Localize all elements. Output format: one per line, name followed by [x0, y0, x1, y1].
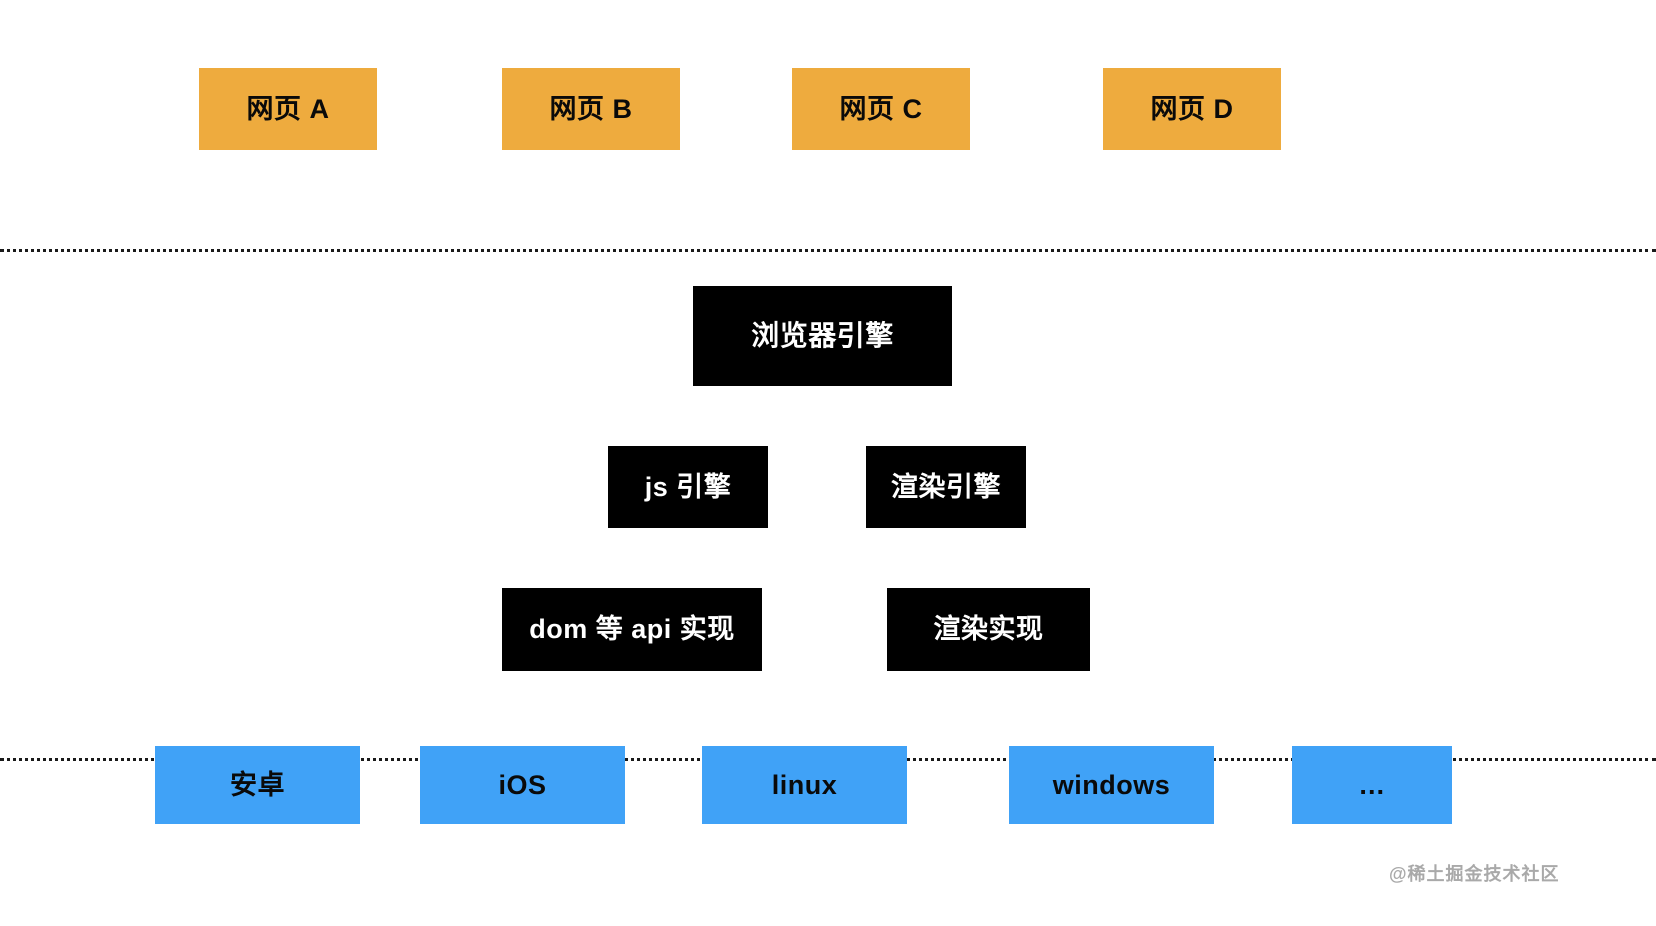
platform-box-android[interactable]: 安卓 — [155, 746, 360, 824]
browser-engine-box[interactable]: 浏览器引擎 — [693, 286, 952, 386]
platform-box-more[interactable]: … — [1292, 746, 1452, 824]
browser-engine-label: 浏览器引擎 — [751, 320, 894, 351]
page-box-a-label: 网页 A — [246, 93, 330, 124]
page-box-a[interactable]: 网页 A — [199, 68, 377, 150]
dom-api-impl-label: dom 等 api 实现 — [529, 614, 735, 644]
dom-api-impl-box[interactable]: dom 等 api 实现 — [502, 588, 762, 671]
page-box-b-label: 网页 B — [549, 93, 633, 124]
page-box-b[interactable]: 网页 B — [502, 68, 680, 150]
platform-box-windows-label: windows — [1052, 769, 1171, 800]
platform-box-ios[interactable]: iOS — [420, 746, 625, 824]
page-box-d[interactable]: 网页 D — [1103, 68, 1281, 150]
page-box-d-label: 网页 D — [1150, 93, 1234, 124]
page-box-c-label: 网页 C — [839, 93, 923, 124]
platform-box-more-label: … — [1358, 769, 1386, 800]
platform-box-linux[interactable]: linux — [702, 746, 907, 824]
platform-box-linux-label: linux — [771, 769, 838, 800]
render-impl-label: 渲染实现 — [933, 614, 1044, 644]
js-engine-label: js 引擎 — [644, 471, 732, 502]
watermark: @稀土掘金技术社区 — [1389, 864, 1560, 884]
platform-box-android-label: 安卓 — [230, 769, 285, 800]
platform-box-ios-label: iOS — [498, 769, 547, 800]
render-engine-label: 渲染引擎 — [891, 471, 1001, 502]
js-engine-box[interactable]: js 引擎 — [608, 446, 768, 528]
render-impl-box[interactable]: 渲染实现 — [887, 588, 1090, 671]
divider-pages-engine — [0, 249, 1656, 252]
page-box-c[interactable]: 网页 C — [792, 68, 970, 150]
platform-box-windows[interactable]: windows — [1009, 746, 1214, 824]
render-engine-box[interactable]: 渲染引擎 — [866, 446, 1026, 528]
